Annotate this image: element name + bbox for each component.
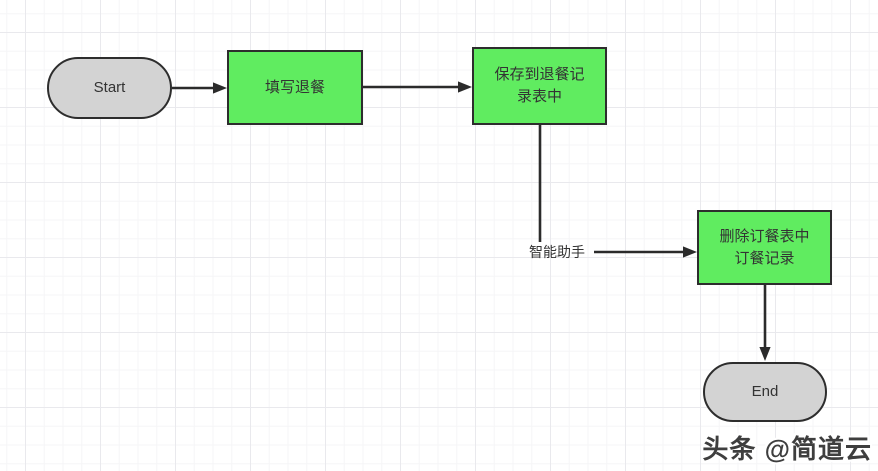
node-delete-order-record: 删除订餐表中订餐记录	[697, 210, 832, 285]
node-delete-order-record-label: 删除订餐表中订餐记录	[719, 227, 810, 267]
node-fill-meal-refund: 填写退餐	[227, 50, 363, 125]
watermark-toutiao-jiandaoyun: 头条 @简道云	[702, 434, 872, 464]
edge-fill-to-save	[363, 81, 472, 93]
edge-label-smart-assistant: 智能助手	[529, 244, 585, 260]
node-save-to-refund-record-table: 保存到退餐记录表中	[472, 47, 607, 125]
edge-save-to-delete	[538, 125, 697, 258]
node-fill-meal-refund-label: 填写退餐	[264, 78, 325, 96]
edge-start-to-fill	[172, 82, 227, 94]
node-start-label: Start	[93, 79, 126, 96]
node-end-label: End	[751, 383, 779, 400]
node-end: End	[703, 362, 827, 422]
edge-delete-to-end	[759, 285, 771, 361]
node-save-to-refund-record-table-label: 保存到退餐记录表中	[494, 66, 585, 105]
node-start: Start	[47, 57, 172, 119]
